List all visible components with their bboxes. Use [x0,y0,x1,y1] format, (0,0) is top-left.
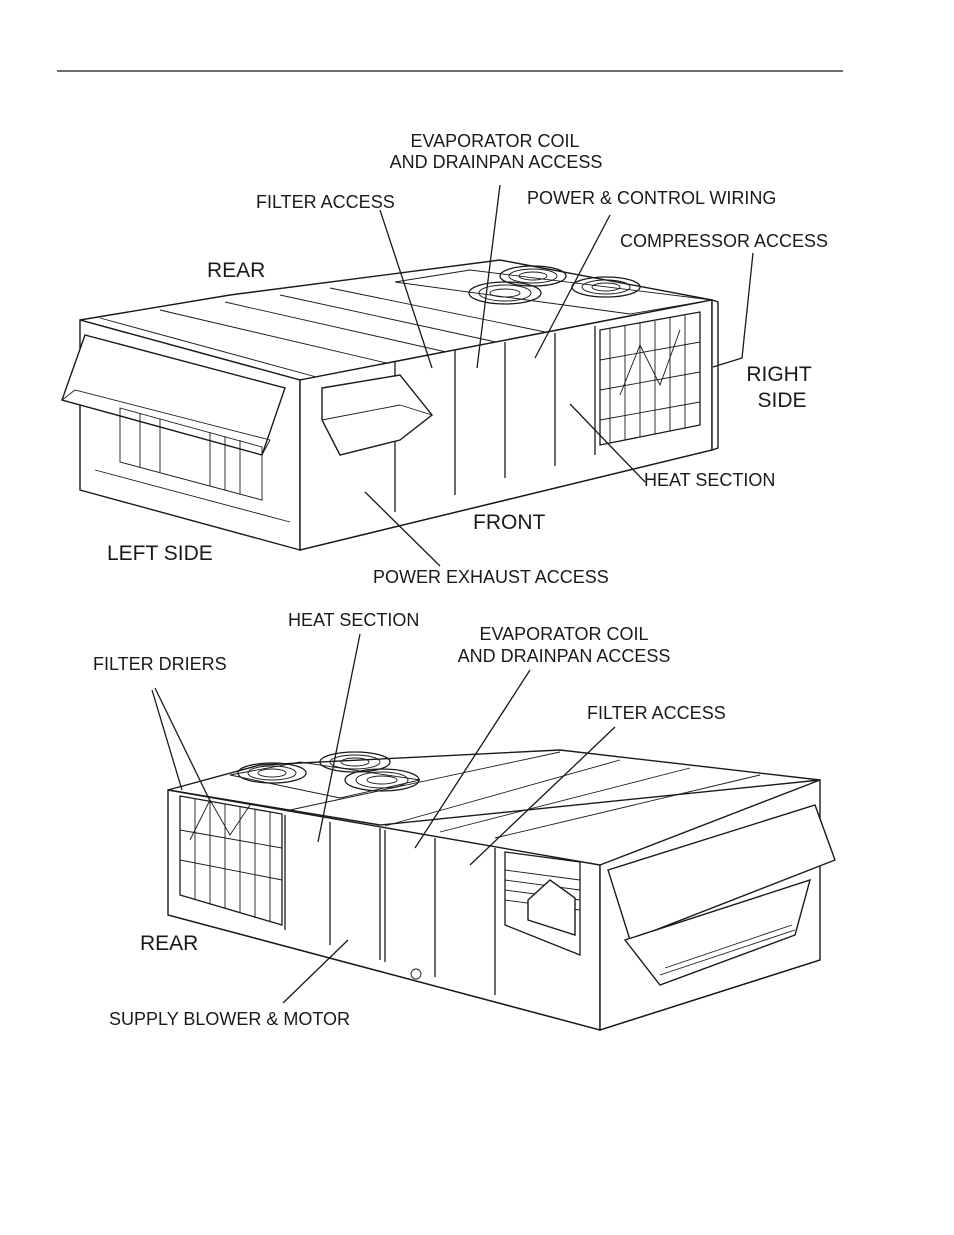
condenser-fan-icon [468,281,542,305]
bottom-filter-driers-label: FILTER DRIERS [93,654,227,674]
condenser-fan-icon [237,762,307,784]
top-front-label: FRONT [473,511,545,534]
condenser-grille [179,795,283,926]
bottom-unit-labels: HEAT SECTION EVAPORATOR COIL AND DRAINPA… [93,610,726,1029]
top-compressor-access-label: COMPRESSOR ACCESS [620,231,828,251]
top-right-side-label-line2: SIDE [757,389,806,412]
bottom-evaporator-label-line2: AND DRAINPAN ACCESS [458,646,671,666]
top-unit-drawing [61,259,719,551]
bottom-supply-blower-label: SUPPLY BLOWER & MOTOR [109,1009,350,1029]
top-power-control-label: POWER & CONTROL WIRING [527,188,776,208]
bottom-unit-drawing [167,749,836,1031]
top-heat-section-label: HEAT SECTION [644,470,775,490]
top-right-side-label-line1: RIGHT [746,363,812,386]
bottom-filter-access-label: FILTER ACCESS [587,703,726,723]
bottom-leader-lines [151,633,616,1004]
top-left-side-label: LEFT SIDE [107,542,213,565]
top-unit-labels: EVAPORATOR COIL AND DRAINPAN ACCESS FILT… [107,131,828,587]
top-filter-access-label: FILTER ACCESS [256,192,395,212]
top-rear-label: REAR [207,259,265,282]
bottom-evaporator-label-line1: EVAPORATOR COIL [479,624,648,644]
bottom-rear-label: REAR [140,932,198,955]
top-power-exhaust-label: POWER EXHAUST ACCESS [373,567,609,587]
top-leader-lines [364,184,754,567]
condenser-grille [599,311,701,446]
top-evaporator-label-line1: EVAPORATOR COIL [410,131,579,151]
condenser-fan-icon [344,768,420,792]
bottom-heat-section-label: HEAT SECTION [288,610,419,630]
top-evaporator-label-line2: AND DRAINPAN ACCESS [390,152,603,172]
